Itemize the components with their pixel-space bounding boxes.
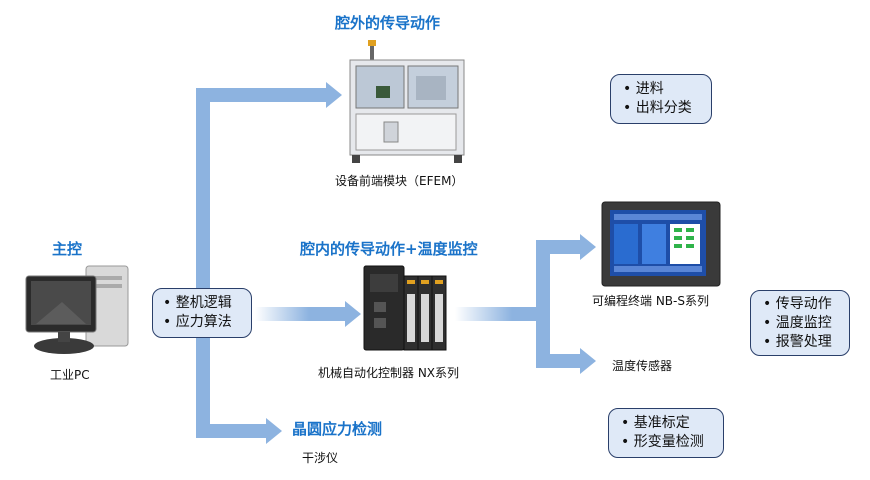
wafer-device-label: 干涉仪 [302,451,339,465]
arrowhead-hmi [580,234,596,260]
wafer-heading: 晶圆应力检测 [292,420,383,438]
arrowhead-efem [326,82,342,108]
hmi-device-label: 可编程终端 NB-S系列 [592,294,709,308]
logic-item: 应力算法 [163,313,241,332]
desktop-pc-icon [25,265,129,354]
calibration-item: 形变量检测 [621,433,711,452]
efem-machine-icon [349,40,465,163]
outer-chamber-heading: 腔外的传导动作 [335,14,441,32]
inner-chamber-device-label: 机械自动化控制器 NX系列 [318,366,460,380]
calibration-item: 基准标定 [621,414,711,433]
logic-box: 整机逻辑 应力算法 [152,288,252,338]
temp-sensor-label: 温度传感器 [612,359,673,373]
master-device-label: 工业PC [50,368,90,382]
branch-to-wafer [196,424,266,438]
logic-item: 整机逻辑 [163,294,241,313]
branch-to-hmi [536,240,580,254]
branch-to-efem [196,88,326,102]
inner-chamber-heading: 腔内的传导动作+温度监控 [300,240,478,258]
hmi-screen-icon [601,201,721,287]
branch-to-sensor [536,354,580,368]
plc-controller-icon [363,265,447,351]
hmi-function-item: 报警处理 [763,333,837,352]
calibration-box: 基准标定 形变量检测 [608,408,724,458]
hmi-function-item: 温度监控 [763,314,837,333]
branch-to-nx [255,307,345,321]
hmi-functions-box: 传导动作 温度监控 报警处理 [750,290,850,356]
feed-box: 进料 出料分类 [610,74,712,124]
trunk-right [536,240,550,368]
branch-from-nx [455,307,550,321]
arrowhead-nx [345,301,361,327]
feed-item: 出料分类 [623,99,699,118]
arrowhead-wafer [266,418,282,444]
arrowhead-sensor [580,348,596,374]
master-heading: 主控 [52,240,83,258]
hmi-function-item: 传导动作 [763,295,837,314]
feed-item: 进料 [623,80,699,99]
outer-chamber-device-label: 设备前端模块（EFEM） [335,174,464,188]
trunk-vertical [196,88,210,438]
